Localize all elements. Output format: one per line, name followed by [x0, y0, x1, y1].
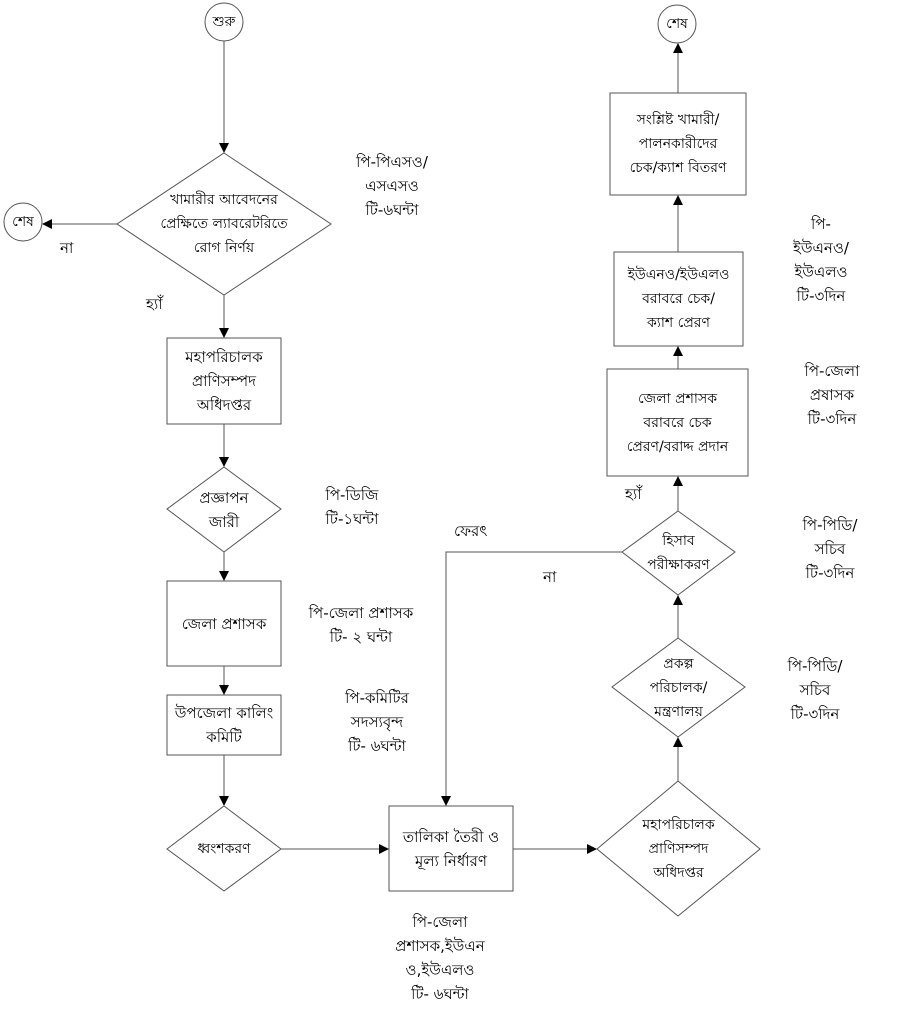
annotation-line: পি-পিএসও/	[356, 153, 428, 171]
dg-office-line: অধিদপ্তর	[196, 396, 252, 414]
annotation-project-ministry: পি-পিডি/ সচিব টি-৩দিন	[775, 654, 855, 726]
annotation-uno-cheque: পি- ইউএনও/ ইউএলও টি-৩দিন	[781, 212, 861, 308]
annotation-line: ইউএলও	[794, 263, 848, 281]
dc-cheque-line: প্রেরণ/বরাদ্দ প্রদান	[626, 438, 729, 455]
annotation-line: পি-জেলা	[804, 362, 860, 380]
uno-cheque-line: বরাবরে চেক/	[642, 291, 715, 307]
culling-committee-node: উপজেলা কালিং কমিটি	[167, 695, 281, 755]
annotation-dc-cheque: পি-জেলা প্রষাসক টি-৩দিন	[792, 359, 872, 431]
dg-office-line: মহাপরিচালক	[185, 348, 263, 366]
distribution-line: পালনকারীদের	[638, 136, 718, 152]
annotation-line: টি- ৬ঘন্টা	[348, 737, 406, 755]
destruction-line: ধ্বংশকরণ	[197, 840, 251, 857]
end-top-node: শেষ	[658, 5, 696, 43]
annotation-line: টি-১ঘন্টা	[325, 510, 379, 528]
edge-label-audit-return: ফেরৎ	[454, 522, 488, 540]
diagnosis-line: রোগ নির্ণয়	[193, 240, 255, 256]
dg-office-line: প্রাণিসম্পদ	[191, 372, 257, 390]
uno-cheque-node: ইউএনও/ইউএলও বরাবরে চেক/ ক্যাশ প্রেরণ	[614, 252, 743, 346]
edge-label-diagnosis-no: না	[60, 239, 74, 257]
annotation-line: পি-ডিজি	[325, 486, 379, 504]
annotation-list-valuation: পি-জেলা প্রশাসক,ইউএন ও,ইউএলও টি- ৬ঘন্টা	[380, 910, 500, 1006]
annotation-line: টি-৬ঘন্টা	[365, 201, 419, 219]
list-valuation-line: তালিকা তৈরী ও	[402, 827, 500, 846]
start-node: শুরু	[205, 3, 243, 41]
dc-node: জেলা প্রশাসক	[167, 581, 281, 666]
notification-line: জারী	[208, 512, 240, 531]
project-ministry-line: প্রকল্প	[663, 656, 694, 672]
dc-cheque-line: জেলা প্রশাসক	[638, 390, 717, 407]
annotation-line: ইউএনও/	[793, 239, 849, 257]
destruction-diamond	[166, 805, 282, 892]
audit-line: হিসাব	[662, 533, 695, 549]
project-ministry-line: পরিচালক/	[649, 680, 708, 696]
dg-office-2-line: অধিদপ্তর	[653, 865, 704, 881]
culling-committee-line: উপজেলা কালিং	[174, 704, 274, 722]
diagnosis-node: খামারীর আবেদনের প্রেক্ষিতে ল্যাবরেটরিতে …	[117, 180, 331, 268]
annotation-line: এসএসও	[365, 177, 419, 195]
annotation-audit: পি-পিডি/ সচিব টি-৩দিন	[790, 513, 870, 585]
annotation-line: সদস্যবৃন্দ	[350, 713, 404, 731]
diagnosis-line: প্রেক্ষিতে ল্যাবরেটরিতে	[160, 216, 288, 232]
annotation-line: সচিব	[814, 540, 846, 558]
dg-office-2-diamond	[596, 780, 761, 917]
end-top-label: শেষ	[666, 16, 688, 32]
annotation-line: টি-৩দিন	[807, 410, 857, 428]
uno-cheque-line: ইউএনও/ইউএলও	[627, 267, 730, 283]
audit-line: পরীক্ষাকরণ	[647, 557, 710, 573]
list-valuation-node: তালিকা তৈরী ও মূল্য নির্ধারণ	[389, 806, 513, 891]
annotation-line: পি-কমিটির	[345, 689, 409, 707]
notification-node: প্রজ্ঞাপন জারী	[167, 467, 281, 552]
annotation-line: পি-	[811, 215, 831, 233]
dc-cheque-line: বরাবরে চেক	[643, 414, 712, 431]
distribution-line: সংশ্লিষ্ট খামারী/	[636, 112, 720, 128]
annotation-line: টি- ৬ঘন্টা	[411, 985, 469, 1003]
annotation-line: সচিব	[799, 681, 831, 699]
annotation-line: টি-৩দিন	[805, 564, 855, 582]
dc-cheque-node: জেলা প্রশাসক বরাবরে চেক প্রেরণ/বরাদ্দ প্…	[607, 369, 748, 476]
annotation-line: পি-পিডি/	[802, 516, 858, 534]
distribution-node: সংশ্লিষ্ট খামারী/ পালনকারীদের চেক/ক্যাশ …	[610, 93, 746, 195]
annotation-line: টি- ২ ঘন্টা	[329, 628, 393, 646]
annotation-diagnosis: পি-পিএসও/ এসএসও টি-৬ঘন্টা	[337, 150, 447, 222]
annotation-line: ও,ইউএলও	[405, 961, 475, 979]
project-ministry-node: প্রকল্প পরিচালক/ মন্ত্রণালয়	[612, 650, 745, 726]
edge-label-audit-no: না	[543, 568, 557, 586]
annotation-line: প্রষাসক	[809, 386, 855, 404]
list-valuation-line: মূল্য নির্ধারণ	[415, 851, 487, 870]
end-left-node: শেষ	[4, 203, 42, 241]
start-label: শুরু	[212, 14, 236, 30]
annotation-line: প্রশাসক,ইউএন	[395, 937, 485, 955]
audit-node: হিসাব পরীক্ষাকরণ	[622, 521, 735, 585]
notification-line: প্রজ্ঞাপন	[199, 488, 249, 507]
dc-line: জেলা প্রশাসক	[181, 614, 267, 633]
diagnosis-line: খামারীর আবেদনের	[170, 192, 278, 208]
edge-label-audit-yes: হ্যাঁ	[625, 485, 642, 503]
annotation-culling-committee: পি-কমিটির সদস্যবৃন্দ টি- ৬ঘন্টা	[322, 686, 432, 758]
annotation-line: পি-জেলা	[412, 913, 468, 931]
edge-label-diagnosis-yes: হ্যাঁ	[146, 295, 163, 313]
destruction-node: ধ্বংশকরণ	[167, 806, 281, 891]
annotation-line: টি-৩দিন	[796, 287, 846, 305]
edge-audit-return-list	[441, 551, 622, 806]
dg-office-node: মহাপরিচালক প্রাণিসম্পদ অধিদপ্তর	[167, 338, 281, 424]
annotation-dc: পি-জেলা প্রশাসক টি- ২ ঘন্টা	[296, 601, 426, 649]
annotation-line: পি-পিডি/	[787, 657, 843, 675]
dg-office-2-line: মহাপরিচালক	[642, 817, 715, 833]
annotation-line: টি-৩দিন	[790, 705, 840, 723]
project-ministry-line: মন্ত্রণালয়	[654, 704, 703, 720]
end-left-label: শেষ	[12, 214, 34, 230]
culling-committee-line: কমিটি	[206, 728, 242, 746]
uno-cheque-line: ক্যাশ প্রেরণ	[647, 315, 710, 331]
annotation-notification: পি-ডিজি টি-১ঘন্টা	[312, 483, 392, 531]
annotation-line: পি-জেলা প্রশাসক	[308, 604, 414, 622]
distribution-line: চেক/ক্যাশ বিতরণ	[629, 160, 727, 176]
dg-office-2-line: প্রাণিসম্পদ	[648, 841, 709, 857]
dg-office-2-node: মহাপরিচালক প্রাণিসম্পদ অধিদপ্তর	[597, 806, 760, 892]
